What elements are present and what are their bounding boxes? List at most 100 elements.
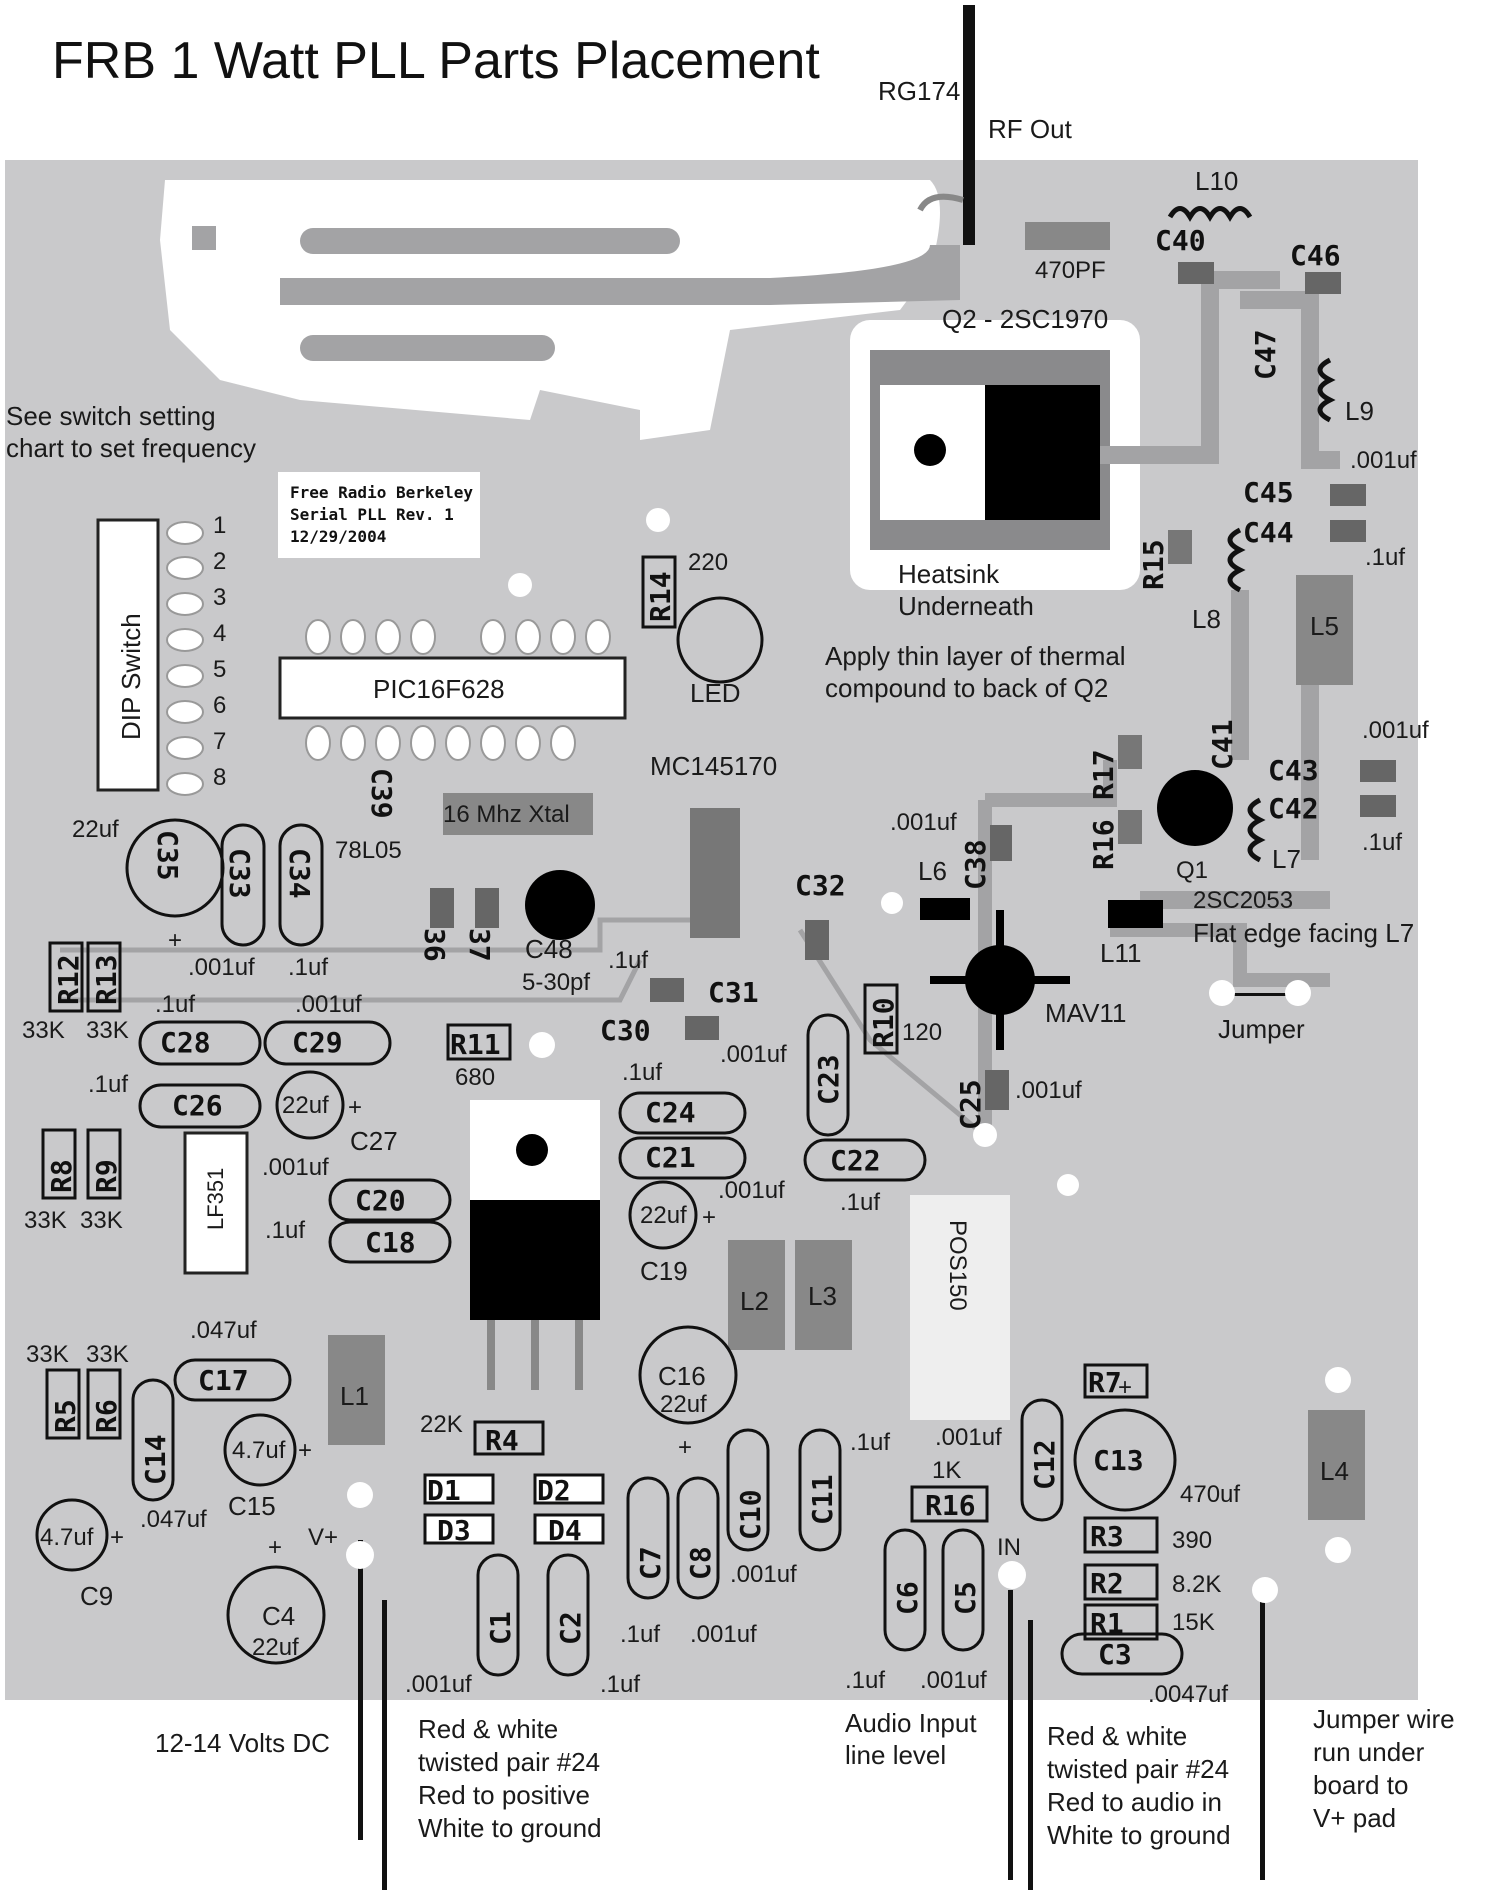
sans-designators: C48 C27 C19 C15 C16 C9 C4 L10 L9 L8 L5 L… [80, 166, 1374, 1631]
rf-strip-top [300, 228, 680, 254]
audio-wire-2 [1028, 1620, 1033, 1890]
l6-pad [920, 898, 970, 920]
value-390: 390 [1172, 1527, 1212, 1554]
r9-res [86, 1128, 122, 1200]
pair-a-3: Red to positive [418, 1780, 590, 1810]
value-470pf: 470PF [1035, 257, 1106, 284]
value-530pf: 5-30pf [522, 969, 590, 996]
through-holes [346, 508, 1351, 1603]
r2-label: R2 [1090, 1567, 1124, 1600]
value-22uf-b: 22uf [282, 1092, 329, 1119]
l3-label: L3 [808, 1281, 837, 1311]
d4-diode [533, 1513, 605, 1545]
value-33k-c: 33K [24, 1207, 67, 1234]
l5-label: L5 [1310, 611, 1339, 641]
c14-label: C14 [139, 1434, 172, 1485]
c6-label: C6 [891, 1581, 924, 1615]
c12-cap [1020, 1398, 1064, 1522]
c11-cap [798, 1428, 842, 1552]
d2-label: D2 [537, 1474, 571, 1507]
jumper-wire-1: Jumper wire [1313, 1704, 1455, 1734]
r7-label: R7 [1088, 1366, 1122, 1399]
regulator-leg-3 [575, 1320, 583, 1390]
c3-label: C3 [1098, 1638, 1132, 1671]
rg174-label: RG174 [878, 76, 960, 106]
pair-a-1: Red & white [418, 1714, 558, 1744]
l7-coil [1247, 797, 1266, 863]
rf-pad [192, 226, 216, 250]
d4-label: D4 [548, 1514, 582, 1547]
value-vplus: V+ [308, 1524, 338, 1551]
plus-c35: + [168, 927, 182, 954]
c10-label: C10 [734, 1489, 767, 1540]
value-1h: .1uf [840, 1189, 880, 1216]
pair-b-4: White to ground [1047, 1820, 1231, 1850]
c20-label: C20 [355, 1184, 406, 1217]
audio-note-2: line level [845, 1740, 946, 1770]
switch-note-1: See switch setting [6, 401, 216, 431]
r17-res [1118, 735, 1142, 769]
value-33k-f: 33K [86, 1341, 129, 1368]
l4-label: L4 [1320, 1456, 1349, 1486]
thermal-note-2: compound to back of Q2 [825, 673, 1108, 703]
value-001g: .001uf [1015, 1077, 1082, 1104]
c21-label: C21 [645, 1141, 696, 1174]
d2-diode [533, 1473, 605, 1505]
dip-pins [166, 521, 204, 796]
silk-line-2: Serial PLL Rev. 1 [290, 505, 454, 524]
c20-cap [328, 1178, 452, 1222]
q1-part-label: 2SC2053 [1193, 887, 1293, 914]
c15-cap [223, 1413, 297, 1487]
c17-cap [173, 1358, 292, 1402]
plus-c13: + [1118, 1374, 1132, 1401]
r10-label: R10 [867, 997, 900, 1048]
r17-label: R17 [1087, 749, 1120, 800]
value-001e: .001uf [295, 991, 362, 1018]
value-1m: .1uf [600, 1671, 640, 1698]
silk-label-box [278, 472, 480, 558]
jumper-label: Jumper [1218, 1014, 1305, 1044]
rg174-coax [963, 5, 975, 245]
c44-label: C44 [1243, 516, 1294, 549]
r2-res [1083, 1563, 1159, 1601]
c33-label: C33 [223, 848, 256, 899]
r7-res [1083, 1363, 1149, 1399]
pair-b-2: twisted pair #24 [1047, 1754, 1229, 1784]
value-220: 220 [688, 549, 728, 576]
c32-label: C32 [795, 869, 846, 902]
r10-res [863, 983, 899, 1055]
pos150-module [910, 1195, 1010, 1420]
value-1k: .1uf [850, 1429, 890, 1456]
c24-label: C24 [645, 1096, 696, 1129]
value-1a: .1uf [1365, 544, 1405, 571]
r15-res [1168, 530, 1192, 564]
c25-label: C25 [954, 1079, 987, 1130]
r5-res [45, 1368, 81, 1440]
value-001l: .001uf [935, 1424, 1002, 1451]
c40-pad [1178, 262, 1214, 284]
c7-label: C7 [634, 1546, 667, 1580]
jumper-wire [1260, 1590, 1265, 1880]
component-values: 470PF 220 .001uf .1uf .001uf .1uf .001uf… [22, 257, 1429, 1708]
c37-label: 37 [463, 928, 496, 962]
d1-label: D1 [427, 1474, 461, 1507]
r1-res [1083, 1603, 1159, 1641]
l8-coil [1227, 527, 1246, 593]
470pf-pad [1025, 222, 1110, 250]
r16-res [1118, 810, 1142, 844]
rf-strip-mid [280, 245, 960, 305]
r9-label: R9 [90, 1159, 123, 1193]
value-1c: .1uf [608, 947, 648, 974]
c14-cap [131, 1378, 175, 1502]
dip-switch [96, 518, 160, 792]
c9-cap [35, 1498, 109, 1572]
r16b-res [910, 1485, 989, 1523]
c1-cap [476, 1553, 520, 1677]
plus-c19: + [702, 1204, 716, 1231]
value-001b: .001uf [1362, 717, 1429, 744]
c36-pad [430, 888, 454, 928]
r8-label: R8 [45, 1159, 78, 1193]
mav11-label: MAV11 [1045, 998, 1126, 1028]
c30-label: C30 [600, 1014, 651, 1047]
plus-c15: + [298, 1437, 312, 1464]
